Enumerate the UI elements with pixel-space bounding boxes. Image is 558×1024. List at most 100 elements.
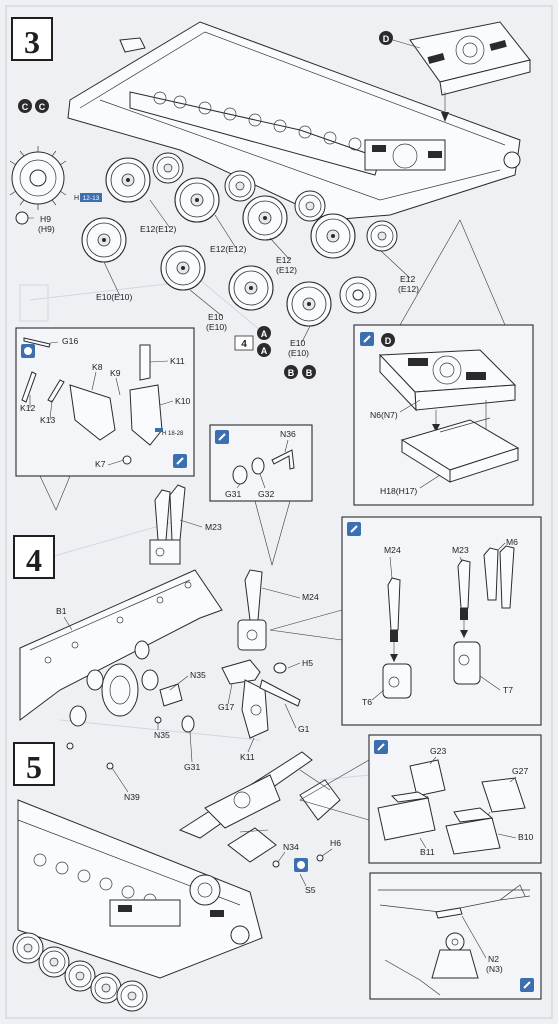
- label-e12-2: E12(E12): [210, 244, 246, 254]
- label-k9: K9: [110, 368, 121, 378]
- label-g31: G31: [225, 489, 241, 499]
- sheet-border: [5, 5, 553, 1019]
- hub-cap-h9: [15, 211, 29, 225]
- label-e10-3-alt: (E10): [288, 348, 309, 358]
- ref-h12-number: 12-13: [83, 195, 100, 202]
- icon-glue-d: [360, 332, 374, 346]
- label-k7: K7: [95, 459, 106, 469]
- marker-b-1: B: [288, 368, 295, 378]
- label-e12-3: E12: [276, 255, 292, 265]
- ref-step-4: 4: [234, 335, 254, 351]
- callout-d-deck: D N6(N7) H18(H17): [353, 219, 534, 506]
- label-b11: B11: [420, 847, 435, 857]
- marker-c-pair: C C: [18, 99, 49, 113]
- label-k13: K13: [40, 415, 56, 425]
- hull-assembled: [12, 799, 263, 1012]
- label-k11-main: K11: [240, 752, 255, 762]
- label-e10-3: E10: [290, 338, 306, 348]
- callout-n2: N2 (N3): [369, 872, 542, 1000]
- label-m6: M6: [506, 537, 518, 547]
- label-g1: G1: [298, 724, 310, 734]
- step-4-number: 4: [26, 542, 42, 578]
- label-m24-callout: M24: [384, 545, 401, 555]
- hull-chassis: [67, 21, 521, 221]
- label-k12: K12: [20, 403, 36, 413]
- rear-fittings: N35 N35 N39: [66, 640, 206, 802]
- label-n35-2: N35: [154, 730, 170, 740]
- label-g23: G23: [430, 746, 446, 756]
- label-e12-4-alt: (E12): [398, 284, 419, 294]
- tow-bracket: G17 H5 G1 G31 K11: [181, 658, 313, 772]
- stowage-assembly: N34 H6 S5: [178, 751, 341, 895]
- label-m23-top: M23: [205, 522, 222, 532]
- label-b1: B1: [56, 606, 67, 616]
- icon-glue-boxes: [374, 740, 388, 754]
- marker-d-top: D: [383, 34, 390, 44]
- label-h5: H5: [302, 658, 313, 668]
- label-t7: T7: [503, 685, 513, 695]
- label-t6: T6: [362, 697, 372, 707]
- marker-a-2: A: [261, 346, 268, 356]
- marker-b-pair: B B: [284, 365, 316, 379]
- label-k11: K11: [170, 356, 185, 366]
- road-wheels-lower: [81, 217, 377, 327]
- label-k10: K10: [175, 396, 191, 406]
- icon-cement-step5: [294, 858, 308, 872]
- label-b10: B10: [518, 832, 534, 842]
- icon-glue-exhaust: [347, 522, 361, 536]
- step-4: 4 N36 G31 G32 M23: [13, 424, 542, 802]
- label-e10-2-alt: (E10): [206, 322, 227, 332]
- label-n2: N2: [488, 954, 499, 964]
- label-g27: G27: [512, 766, 528, 776]
- icon-cement-k: [21, 344, 35, 358]
- icon-glue-k: [173, 454, 187, 468]
- label-n39: N39: [124, 792, 140, 802]
- label-m23-callout: M23: [452, 545, 469, 555]
- engine-deck-top: D: [379, 21, 531, 122]
- label-k8: K8: [92, 362, 103, 372]
- marker-b-2: B: [306, 368, 313, 378]
- label-e10-1: E10(E10): [96, 292, 132, 302]
- label-h9-alt: (H9): [38, 224, 55, 234]
- exhaust-pipes-m23: M23: [149, 484, 222, 565]
- rear-plate-b1: B1: [19, 569, 223, 721]
- label-m24-center: M24: [302, 592, 319, 602]
- marker-a-1: A: [261, 329, 268, 339]
- callout-k-parts: H 18-28 G16 K8 K9 K11 K10 K12 K13 K7: [15, 327, 195, 511]
- step-3: 3: [9, 17, 534, 511]
- label-s5: S5: [305, 885, 316, 895]
- label-e12-1: E12(E12): [140, 224, 176, 234]
- step-4-box: [13, 535, 55, 579]
- exhaust-m24: M24: [237, 569, 319, 651]
- icon-glue-n36: [215, 430, 229, 444]
- step-5-box: [13, 742, 55, 786]
- marker-c-1: C: [22, 102, 29, 112]
- callout-exhaust: M24 M23 M6 T6 T7: [269, 516, 542, 726]
- ref-h18-prefix: H: [162, 431, 166, 437]
- ref-step-4-number: 4: [241, 339, 247, 350]
- label-g31-main: G31: [184, 762, 200, 772]
- step-3-box: [11, 17, 53, 61]
- label-h6: H6: [330, 838, 341, 848]
- label-n6: N6(N7): [370, 410, 398, 420]
- label-e12-3-alt: (E12): [276, 265, 297, 275]
- ref-h12-prefix: H: [74, 195, 79, 202]
- label-h9: H9: [40, 214, 51, 224]
- step-5: 5: [12, 734, 542, 1012]
- step-5-number: 5: [26, 749, 42, 785]
- label-n34: N34: [283, 842, 299, 852]
- leader-lines-step3: [28, 199, 411, 343]
- callout-stowage-boxes: G23 G27 B11 B10: [299, 734, 542, 864]
- label-g32: G32: [258, 489, 274, 499]
- drive-sprocket: [9, 146, 67, 225]
- ref-h12-13: H 12-13: [74, 193, 102, 202]
- label-e12-4: E12: [400, 274, 416, 284]
- label-g17: G17: [218, 702, 234, 712]
- label-n36: N36: [280, 429, 296, 439]
- marker-a-pair: A A: [257, 326, 271, 357]
- icon-glue-n2: [520, 978, 534, 992]
- label-e10-2: E10: [208, 312, 224, 322]
- label-h18: H18(H17): [380, 486, 417, 496]
- label-g16: G16: [62, 336, 78, 346]
